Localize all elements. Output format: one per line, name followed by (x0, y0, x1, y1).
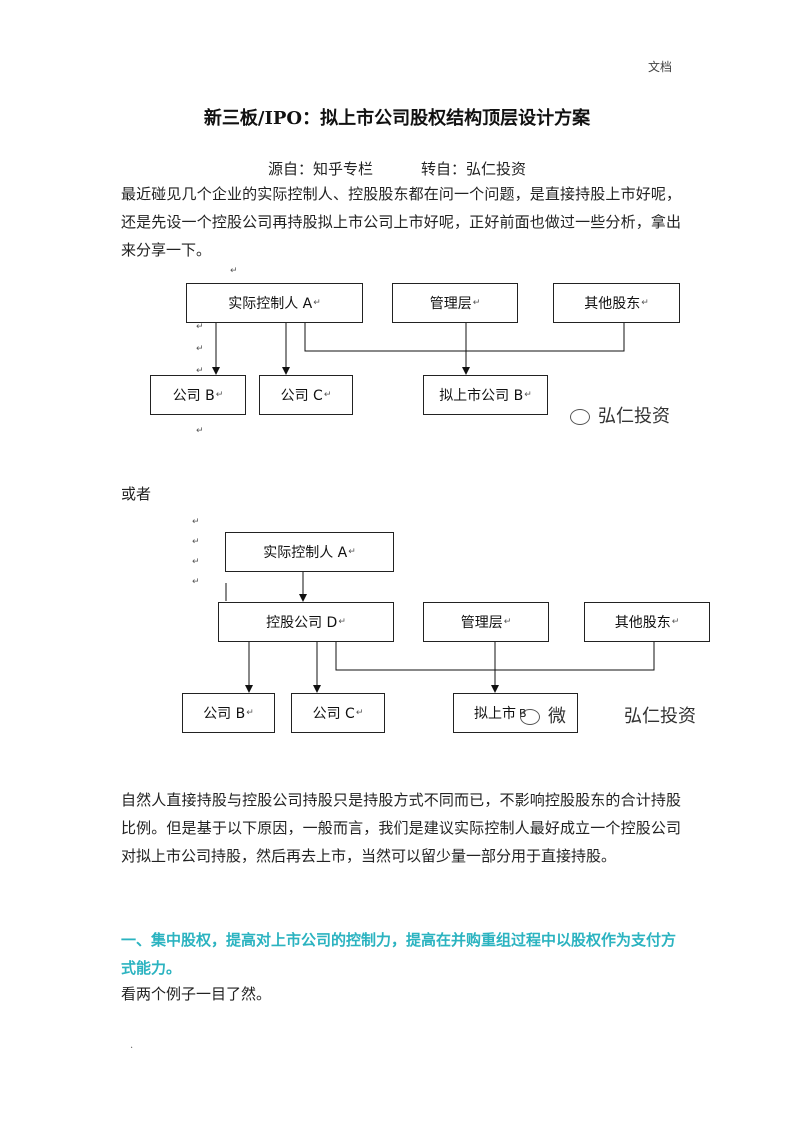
box-holding-company-d: 控股公司 D↵ (218, 602, 394, 642)
paragraph-mark: ↵ (196, 344, 204, 354)
or-text: 或者 (121, 485, 152, 503)
footer-dot: . (130, 1040, 134, 1051)
body-paragraph: 自然人直接持股与控股公司持股只是持股方式不同而已，不影响控股股东的合计持股比例。… (121, 791, 681, 865)
box-company-c: 公司 C↵ (291, 693, 385, 733)
box-management: 管理层↵ (423, 602, 549, 642)
box-other-shareholders: 其他股东↵ (584, 602, 710, 642)
paragraph-mark: ↵ (192, 577, 200, 587)
section-heading-1: 一、集中股权，提高对上市公司的控制力，提高在并购重组过程中以股权作为支付方式能力… (121, 931, 677, 977)
box-company-c: 公司 C↵ (259, 375, 353, 415)
document-title: 新三板/IPO：拟上市公司股权结构顶层设计方案 (203, 108, 591, 129)
intro-paragraph: 最近碰见几个企业的实际控制人、控股股东都在问一个问题，是直接持股上市好呢，还是先… (121, 185, 681, 259)
watermark: 弘仁投资 (570, 402, 670, 428)
watermark-text: 弘仁投资 (624, 706, 696, 727)
box-other-shareholders: 其他股东↵ (553, 283, 680, 323)
box-controller-a: 实际控制人 A↵ (225, 532, 394, 572)
paragraph-mark: ↵ (196, 322, 204, 332)
paragraph-mark: ↵ (192, 537, 200, 547)
wechat-icon (520, 709, 540, 725)
wechat-icon (570, 409, 590, 425)
source-line: 源自：知乎专栏 转自：弘仁投资 (0, 158, 794, 179)
source-from: 源自：知乎专栏 (267, 160, 373, 178)
document-header-label: 文档 (648, 60, 673, 74)
box-company-b: 公司 B↵ (182, 693, 275, 733)
paragraph-mark: ↵ (192, 517, 200, 527)
box-controller-a: 实际控制人 A↵ (186, 283, 363, 323)
box-company-b: 公司 B↵ (150, 375, 246, 415)
source-via: 转自：弘仁投资 (421, 160, 527, 178)
paragraph-mark: ↵ (192, 557, 200, 567)
paragraph-mark: ↵ (196, 426, 204, 436)
paragraph-mark: ↵ (196, 366, 204, 376)
paragraph-mark: ↵ (230, 266, 238, 276)
box-listed-company: 拟上市公司 B↵ (423, 375, 548, 415)
watermark: 微 (520, 702, 566, 728)
box-management: 管理层↵ (392, 283, 518, 323)
example-text: 看两个例子一目了然。 (121, 985, 272, 1003)
